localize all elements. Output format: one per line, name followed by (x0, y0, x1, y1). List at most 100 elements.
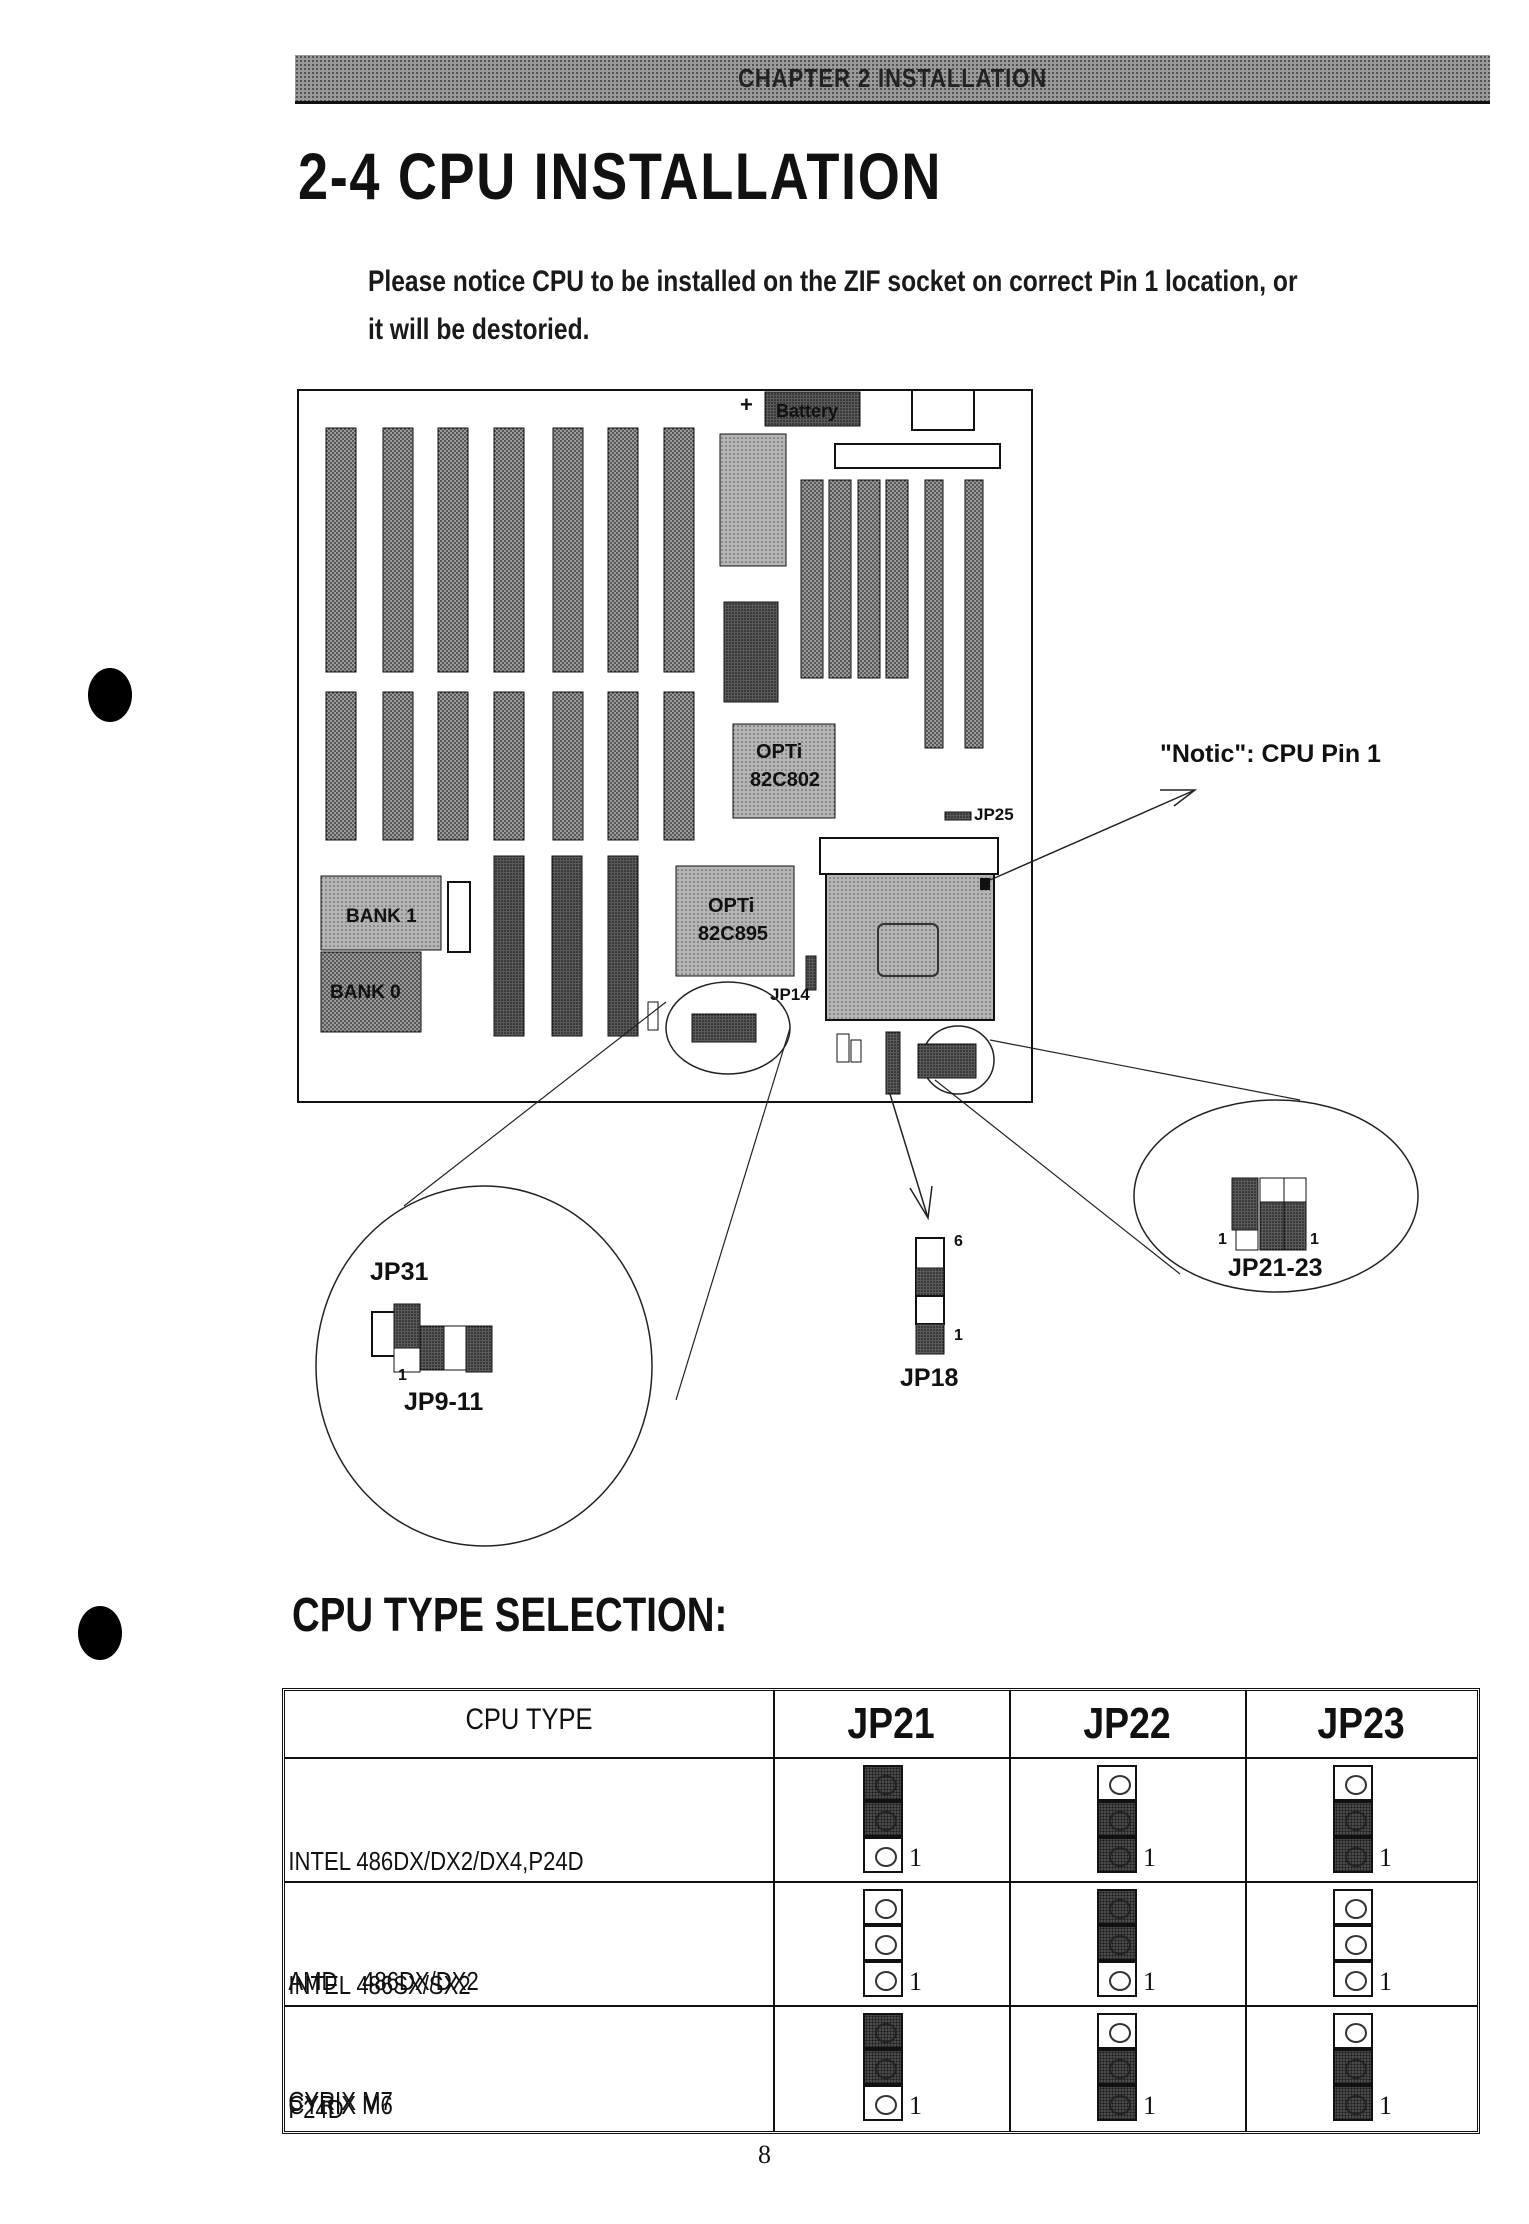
jumper-setting-r1-jp21: 1 (863, 1765, 922, 1875)
jp18-pin1-label: 1 (954, 1327, 963, 1344)
label-jp9-11: JP9-11 (404, 1388, 483, 1416)
jumper-pin (1097, 1837, 1137, 1873)
callout-line (989, 1039, 1301, 1101)
connector-top-right (911, 389, 975, 431)
jumper-pin (1333, 2049, 1373, 2085)
zif-lever (819, 837, 999, 875)
jp21-23-zoom-circle (1133, 1099, 1419, 1293)
jumper-setting-r3-jp23: 1 (1333, 2013, 1392, 2123)
pin-hole-icon (1109, 2095, 1131, 2115)
bank0-label: BANK 0 (330, 982, 401, 1003)
pin-hole-icon (1345, 1775, 1367, 1795)
pin-hole-icon (1345, 1935, 1367, 1955)
isa-slot (493, 691, 525, 841)
pin-hole-icon (1109, 1971, 1131, 1991)
pin1-label: 1 (909, 1967, 922, 1996)
jp9-11-small (691, 1013, 757, 1043)
bank-connector (447, 881, 471, 953)
small-jumper (647, 1001, 659, 1031)
table-divider (285, 1881, 1477, 1883)
label-jp31: JP31 (370, 1258, 428, 1286)
jumper-pin (1333, 2013, 1373, 2049)
bios-chip (719, 433, 787, 567)
jumper-pin (1097, 2085, 1137, 2121)
cpu-type-selection-heading: CPU TYPE SELECTION: (292, 1589, 728, 1642)
isa-slot (493, 427, 525, 673)
cpu-type-name: INTEL 486SX/SX2 (288, 1970, 471, 2000)
jumper-pin (1097, 2013, 1137, 2049)
cpu-type-name: P24D (288, 2094, 344, 2124)
table-divider (285, 1757, 1477, 1759)
jp23-zoom (1283, 1201, 1307, 1251)
bank0-simm (320, 951, 422, 1033)
jp-small-b (850, 1039, 862, 1063)
jumper-setting-r3-jp21: 1 (863, 2013, 922, 2123)
cpu-pin1-notice: "Notic": CPU Pin 1 (1160, 740, 1381, 768)
jp23-zoom-top (1283, 1177, 1307, 1203)
jp21-zoom (1231, 1177, 1259, 1231)
jp21-23-small (917, 1043, 977, 1079)
pin-hole-icon (875, 1899, 897, 1919)
jumper-setting-r3-jp22: 1 (1097, 2013, 1156, 2123)
jumper-pin (1097, 2049, 1137, 2085)
callout-line (934, 1079, 1181, 1275)
jp21-zoom-bottom (1235, 1229, 1259, 1251)
jp18-pin6-label: 6 (954, 1233, 963, 1250)
jumper-pin (863, 1961, 903, 1997)
pin-hole-icon (1345, 2059, 1367, 2079)
chapter-title: CHAPTER 2 INSTALLATION (738, 63, 1047, 93)
pin-hole-icon (875, 2059, 897, 2079)
cpu-type-names-row-3: P24D (285, 2009, 344, 2209)
notice-arrow-line (989, 789, 1196, 881)
jp22-zoom (1259, 1201, 1285, 1251)
pin1-label: 1 (1143, 1843, 1156, 1872)
cpu-zif-socket (825, 873, 995, 1021)
pin-hole-icon (1345, 1847, 1367, 1867)
pin-hole-icon (1109, 1935, 1131, 1955)
pin-hole-icon (1109, 1811, 1131, 1831)
pin-hole-icon (875, 1775, 897, 1795)
cpu-type-name: INTEL 486DX/DX2/DX4,P24D (288, 1846, 584, 1876)
chip-opti-82c802 (732, 723, 836, 819)
jp18-small (885, 1031, 901, 1095)
isa-slot (607, 691, 639, 841)
chapter-header-bar: CHAPTER 2 INSTALLATION (295, 55, 1490, 104)
simm-slot (964, 479, 984, 749)
jumper-jp25 (944, 811, 972, 821)
jp18-arrow-line (889, 1093, 929, 1219)
jp21-left-pin1: 1 (1218, 1231, 1227, 1248)
section-title: 2-4 CPU INSTALLATION (298, 139, 943, 213)
isa-slot (437, 691, 469, 841)
label-jp21-23: JP21-23 (1228, 1254, 1323, 1282)
pin-hole-icon (875, 1935, 897, 1955)
battery-plus-sign: + (740, 392, 753, 417)
notice-arrowhead (1160, 789, 1198, 807)
pin-hole-icon (1345, 2023, 1367, 2043)
jumper-pin (1333, 1889, 1373, 1925)
pin1-label: 1 (1379, 1967, 1392, 1996)
pin1-label: 1 (1379, 2091, 1392, 2120)
margin-bullet-icon (88, 668, 132, 722)
board-outline (297, 389, 1033, 1103)
battery (764, 391, 861, 427)
isa-slot (437, 427, 469, 673)
bank1-simm (320, 875, 442, 951)
jumper-setting-r2-jp21: 1 (863, 1889, 922, 1999)
isa-slot (325, 691, 357, 841)
keyboard-chip (723, 601, 779, 703)
pin1-label: 1 (1143, 1967, 1156, 1996)
pin-hole-icon (1109, 1847, 1131, 1867)
cpu-pin1-mark (980, 878, 990, 890)
cpu-type-name: AMD 486DX/DX2 (288, 1966, 479, 1996)
chip-opti-82c802-line2: 82C802 (750, 769, 820, 791)
motherboard-diagram: + Battery OPTi 82C802 JP25 "Notic": CPU … (297, 389, 1419, 1547)
jumper-setting-r1-jp22: 1 (1097, 1765, 1156, 1875)
pin1-label: 1 (1143, 2091, 1156, 2120)
cpu-type-names-row-2: INTEL 486SX/SX2 CYRIX M6 (285, 1885, 471, 2205)
jumper-pin (863, 2013, 903, 2049)
column-header-jp23: JP23 (1317, 1699, 1405, 1748)
intro-paragraph: Please notice CPU to be installed on the… (368, 258, 1483, 354)
page-number: 8 (758, 2140, 771, 2169)
label-jp14: JP14 (770, 985, 810, 1004)
callout-line (403, 1001, 667, 1207)
